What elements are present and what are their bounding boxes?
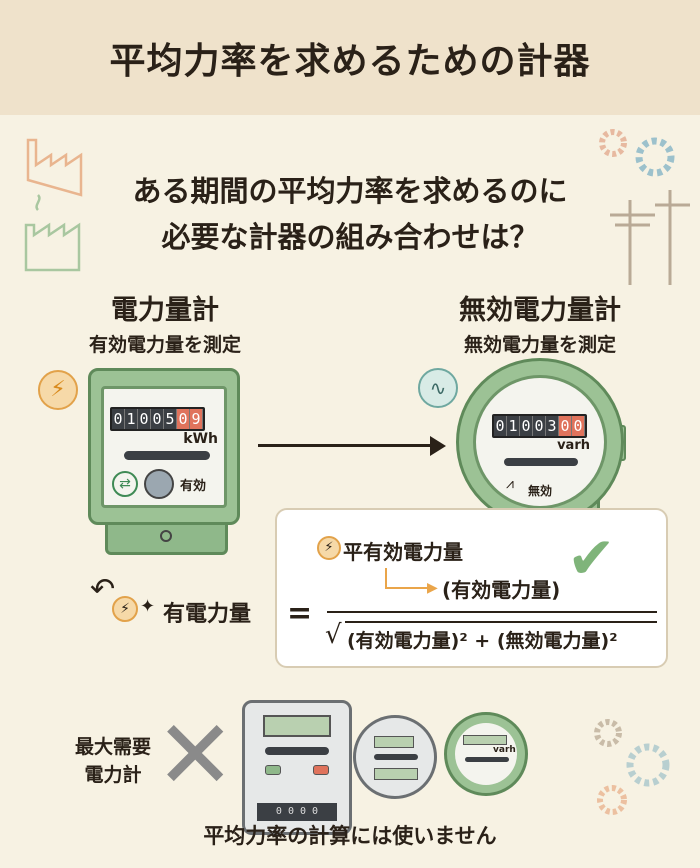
demand-meter: 0 0 0 0 xyxy=(242,700,352,835)
wave-icon: ∿ xyxy=(418,368,458,408)
right-meter-desc: 無効電力量を測定 xyxy=(463,334,616,356)
fraction-bar xyxy=(327,611,657,613)
screw-icon xyxy=(160,530,172,542)
sparkle-icon: ✦ xyxy=(140,596,156,617)
orange-arrow xyxy=(385,568,387,588)
page-title: 平均力率を求めるための計器 xyxy=(109,40,591,82)
green-round-meter: varh xyxy=(444,712,528,796)
orange-arrow-head-icon: ▶ xyxy=(427,580,438,596)
sqrt-icon: √ xyxy=(325,620,342,650)
question-line-2: 必要な計器の組み合わせは？ xyxy=(161,220,539,254)
gears-and-pole-icon xyxy=(599,129,690,285)
lightning-icon-small: ⚡ xyxy=(112,596,138,622)
demand-meter-label: 最大需要電力計 xyxy=(75,736,152,786)
orange-arrow-line xyxy=(385,587,431,589)
checkmark-icon: ✔ xyxy=(567,524,616,592)
demand-counter: 0 0 0 0 xyxy=(257,803,337,821)
rotor-slot xyxy=(504,458,578,466)
left-dial-label: 有効 xyxy=(180,479,207,494)
arrow-line xyxy=(258,444,434,447)
gray-round-meter xyxy=(353,715,437,799)
gears-icon xyxy=(594,719,670,815)
question-line-1: ある期間の平均力率を求めるのに xyxy=(132,174,568,208)
rotor-slot xyxy=(124,451,210,460)
right-dial-label: 無効 xyxy=(528,484,553,498)
left-meter-name: 電力量計 xyxy=(111,295,219,326)
formula-equals: = xyxy=(287,596,313,631)
small-unit: varh xyxy=(493,745,516,755)
rotation-icon: ⇄ xyxy=(112,471,138,497)
cross-icon: ✕ xyxy=(155,699,236,811)
left-caption: 有電力量 xyxy=(163,602,252,627)
right-meter-unit: varh xyxy=(557,438,590,453)
sqrt-bar xyxy=(345,621,657,623)
formula-box: ⚡ 平有効電力量 ▶ (有効電力量) ✔ = √ (有効電力量)² + (無効電… xyxy=(275,508,668,668)
right-meter-name: 無効電力量計 xyxy=(459,295,621,326)
curved-arrow-icon: ↶ xyxy=(90,572,116,607)
lightning-icon: ⚡ xyxy=(38,370,78,410)
formula-denominator: (有効電力量)² + (無効電力量)² xyxy=(347,630,618,652)
formula-lhs: 平有効電力量 xyxy=(343,540,463,564)
left-meter-unit: kWh xyxy=(183,431,218,447)
arrow-head-icon xyxy=(430,436,446,456)
formula-numerator: (有効電力量) xyxy=(442,578,561,602)
disc-icon xyxy=(144,469,174,499)
title-banner: 平均力率を求めるための計器 xyxy=(0,0,700,115)
left-meter-desc: 有効電力量を測定 xyxy=(88,334,241,356)
reactive-wave-icon: ⩘ xyxy=(506,476,514,492)
factory-icon xyxy=(24,138,83,272)
lightning-icon-small: ⚡ xyxy=(317,536,341,560)
not-used-caption: 平均力率の計算には使いません xyxy=(203,824,497,848)
